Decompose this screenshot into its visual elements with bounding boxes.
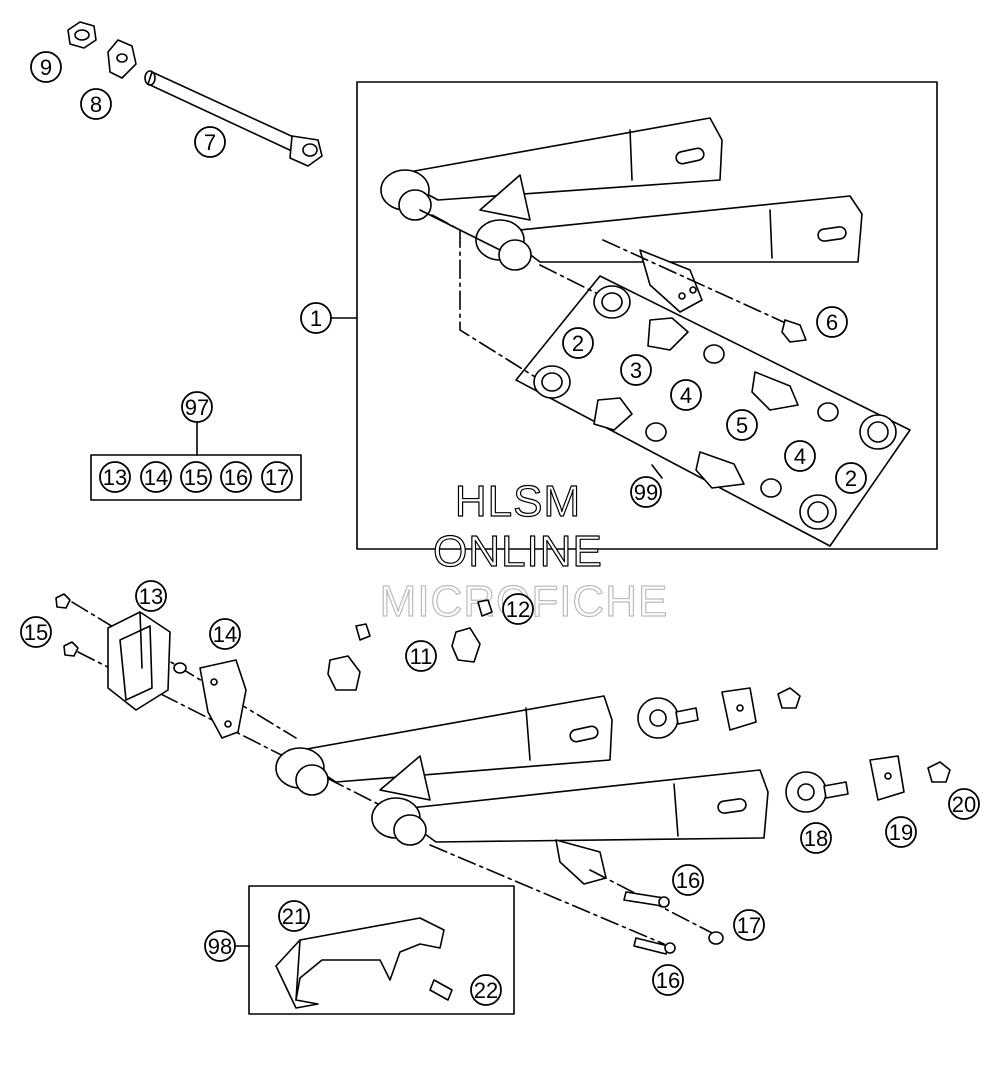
callout-circle-3	[620, 354, 652, 386]
washer-part-8	[107, 39, 137, 79]
callout-circle-17	[733, 909, 765, 941]
callout-label-3: 3	[630, 358, 642, 383]
callout-label-5: 5	[736, 413, 748, 438]
callout-circle-97	[181, 391, 213, 423]
callout-label-97: 97	[185, 395, 209, 420]
callout-circle-22	[470, 974, 502, 1006]
callout-label-4b: 4	[794, 444, 806, 469]
swingarm-bottom	[275, 695, 769, 885]
callout-circle-6	[816, 306, 848, 338]
kit-label-17: 17	[265, 465, 289, 490]
callout-circle-16a	[672, 864, 704, 896]
bearing-set-lower	[533, 365, 837, 530]
callout-label-21: 21	[282, 904, 306, 929]
callout-label-20: 20	[952, 792, 976, 817]
kit-circle-16	[220, 461, 252, 493]
callout-circle-2a	[562, 327, 594, 359]
callout-circle-15	[20, 616, 52, 648]
chain-guard-part-21	[275, 917, 445, 1009]
clip-part-11	[327, 627, 481, 691]
callout-label-15: 15	[24, 620, 48, 645]
callout-label-19: 19	[889, 820, 913, 845]
kit-label-16: 16	[224, 465, 248, 490]
callout-label-14: 14	[213, 622, 237, 647]
kit-label-15: 15	[184, 465, 208, 490]
callout-circle-7	[194, 126, 226, 158]
kit-label-13: 13	[103, 465, 127, 490]
callout-circle-19	[885, 816, 917, 848]
group-box-98	[248, 885, 515, 1015]
leader-line-99	[651, 464, 663, 479]
callout-label-11: 11	[410, 644, 433, 669]
callout-circle-18	[800, 822, 832, 854]
group-box-99	[515, 275, 911, 547]
screw-part-22	[429, 979, 453, 1001]
screw-part-6	[781, 319, 807, 343]
watermark-hlsm: HLSM	[455, 477, 581, 526]
callout-circle-14	[209, 618, 241, 650]
callout-circle-99	[630, 476, 662, 508]
callout-label-2b: 2	[845, 466, 857, 491]
chain-slider-part-13	[107, 611, 171, 711]
swingarm-top	[380, 117, 863, 313]
watermark-online: ONLINE	[433, 527, 603, 576]
callout-label-12: 12	[506, 597, 530, 622]
adjuster-part-18	[637, 697, 849, 813]
callout-circle-12	[502, 593, 534, 625]
callout-circle-9	[30, 51, 62, 83]
callout-label-22: 22	[474, 978, 498, 1003]
callout-label-8: 8	[90, 92, 102, 117]
callout-label-4a: 4	[680, 383, 692, 408]
callout-label-13: 13	[139, 584, 163, 609]
kit-circle-14	[140, 461, 172, 493]
kit-circle-15	[180, 461, 212, 493]
callout-circle-16b	[652, 964, 684, 996]
kit-circle-17	[261, 461, 293, 493]
callout-label-99: 99	[634, 480, 658, 505]
callout-circle-4a	[670, 379, 702, 411]
callout-circle-98	[204, 930, 236, 962]
callout-circle-13	[135, 580, 167, 612]
leader-lines-1	[431, 214, 791, 381]
bolt-part-16	[623, 891, 676, 955]
callout-circle-5	[726, 409, 758, 441]
plate-part-19	[721, 687, 905, 801]
callout-circle-1	[300, 302, 332, 334]
kit-label-14: 14	[144, 465, 168, 490]
kit-circle-13	[99, 461, 131, 493]
callout-label-1: 1	[310, 306, 322, 331]
callout-label-17: 17	[737, 913, 761, 938]
callout-label-98: 98	[208, 934, 232, 959]
kit-box-97	[90, 454, 302, 501]
nut-part-17	[708, 931, 724, 945]
callout-label-16b: 16	[656, 968, 680, 993]
group-box-1	[356, 81, 938, 550]
callout-circle-4b	[784, 440, 816, 472]
nut-part-9	[67, 21, 97, 49]
callout-circle-11	[405, 640, 437, 672]
callout-circle-8	[80, 88, 112, 120]
callout-label-9: 9	[40, 55, 52, 80]
nut-part-15	[55, 593, 79, 657]
bracket-part-14	[173, 659, 247, 739]
callout-label-18: 18	[804, 826, 828, 851]
callout-circle-21	[278, 900, 310, 932]
bearing-set-upper	[593, 285, 897, 450]
callout-circle-20	[948, 788, 980, 820]
nut-part-20	[777, 687, 951, 783]
callout-label-2a: 2	[572, 331, 584, 356]
callout-label-16a: 16	[676, 868, 700, 893]
callout-label-7: 7	[204, 130, 216, 155]
callout-circle-2b	[835, 462, 867, 494]
callout-label-6: 6	[826, 310, 838, 335]
screw-part-12	[355, 599, 493, 641]
axle-part-7	[144, 70, 323, 167]
